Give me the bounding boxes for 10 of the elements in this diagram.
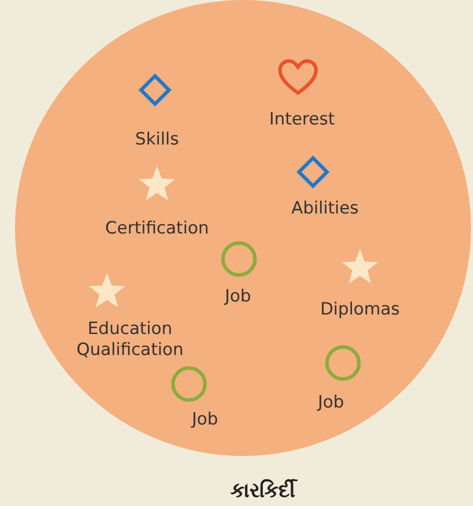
node-label: કારકિર્દી [230, 478, 296, 502]
item-label: Abilities [291, 198, 359, 220]
item-label: Skills [135, 130, 179, 150]
item-label: Certification [105, 218, 209, 240]
item-label: Interest [269, 110, 335, 130]
item-label: Job [192, 410, 218, 430]
item-label: Job [318, 392, 344, 414]
item-label: Education Qualification [75, 319, 185, 361]
item-label: Diplomas [320, 300, 400, 320]
item-label: Job [224, 286, 252, 308]
